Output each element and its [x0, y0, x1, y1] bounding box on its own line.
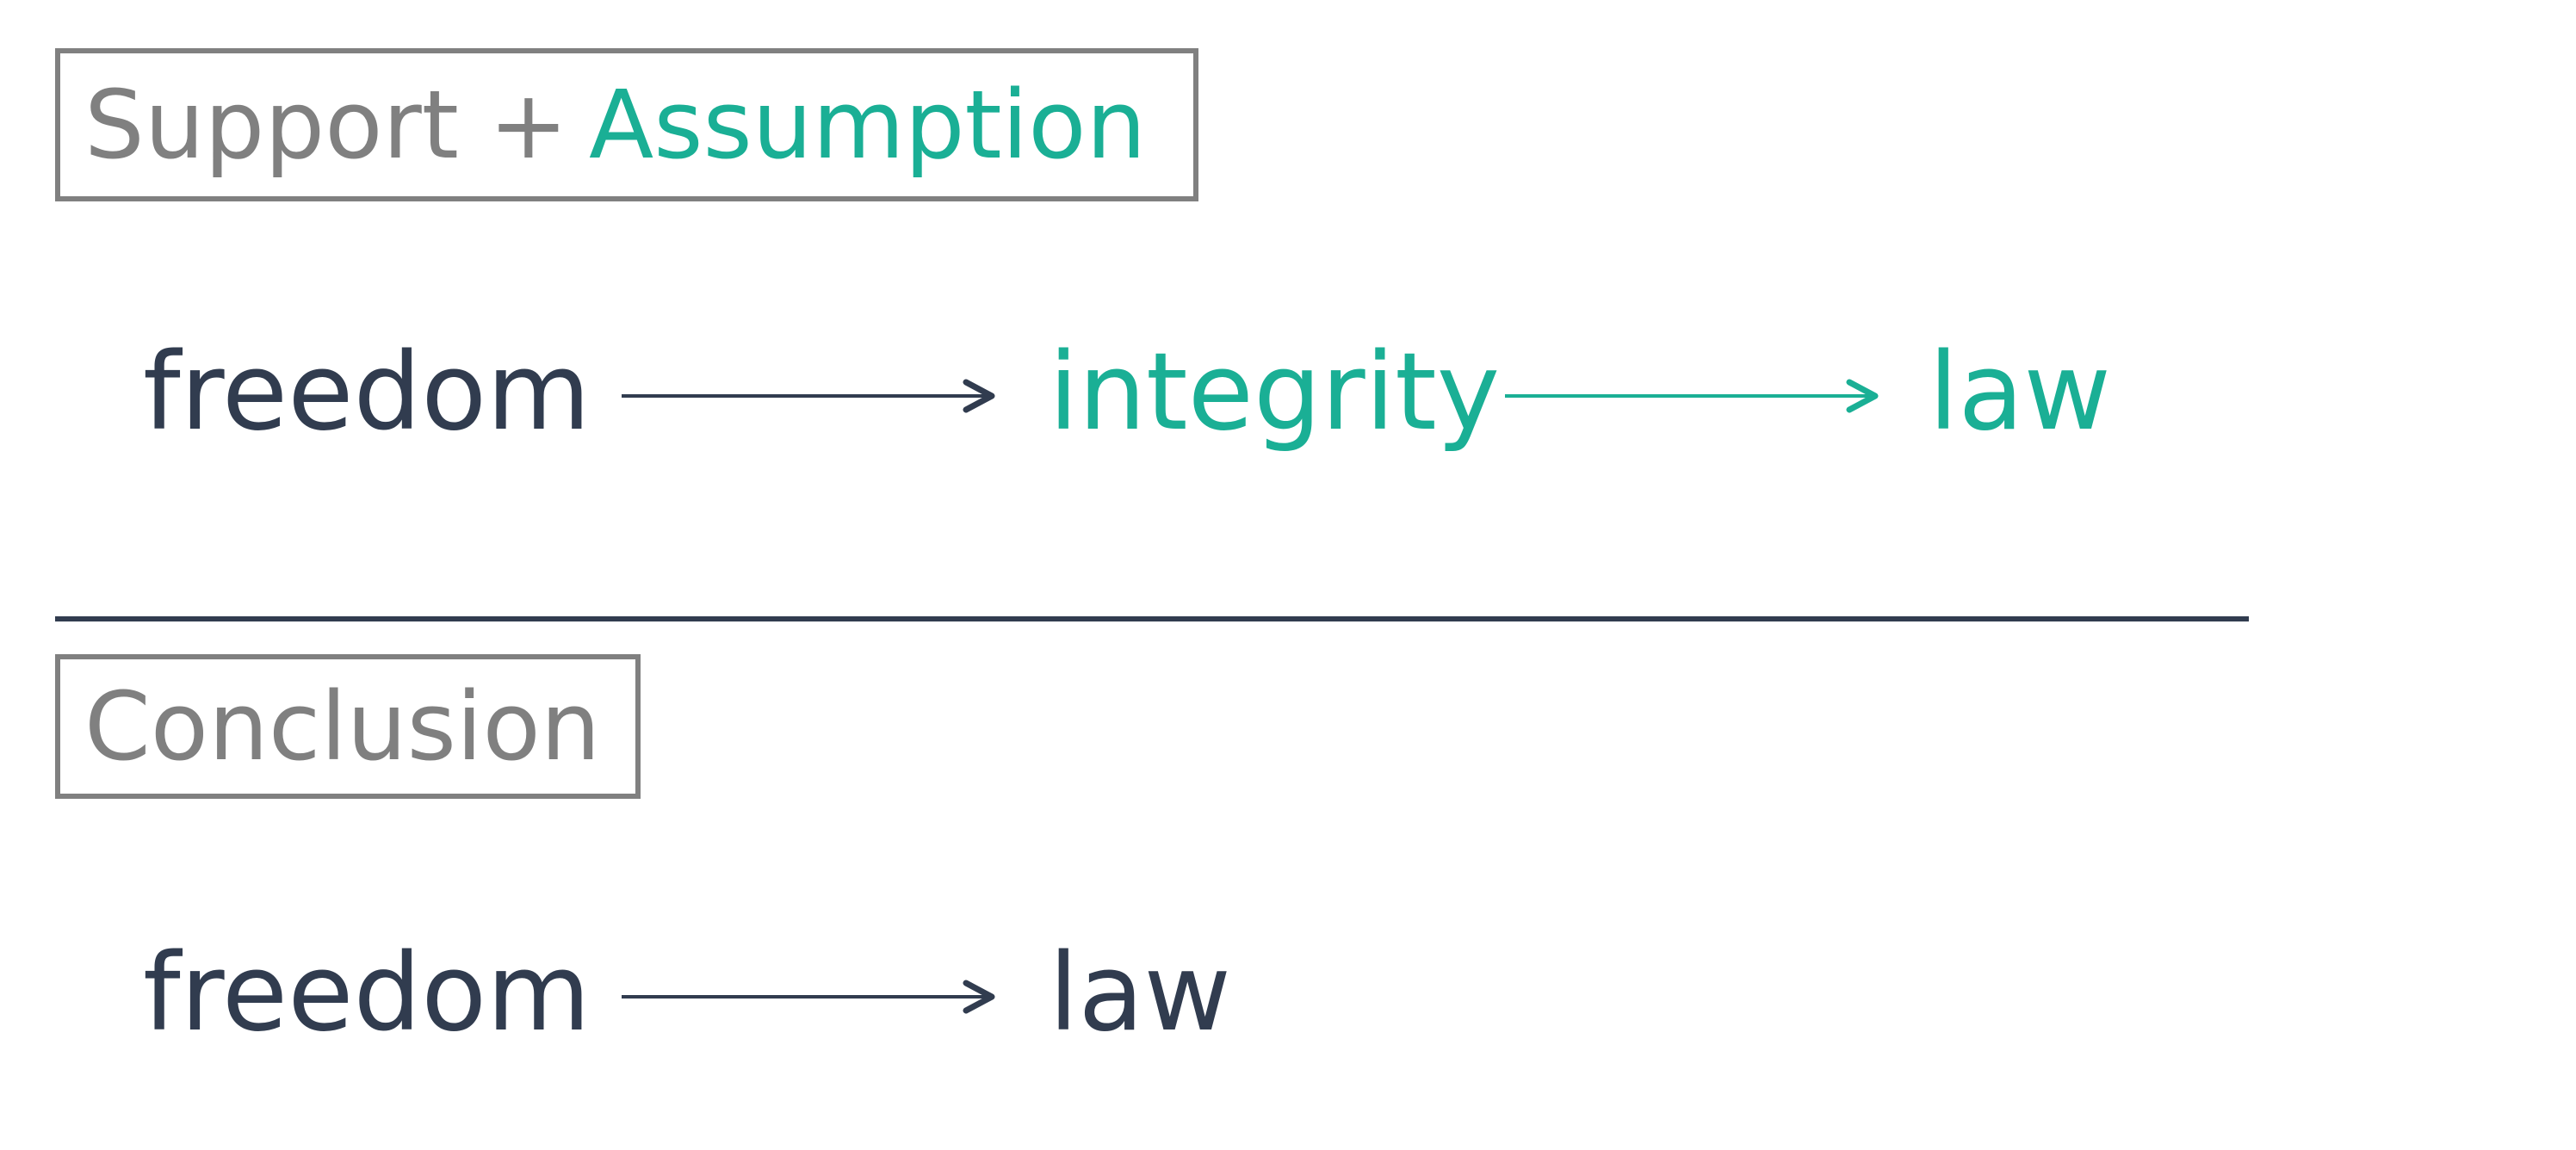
- term-integrity: integrity: [1049, 331, 1501, 454]
- term-freedom-top: freedom: [143, 331, 591, 454]
- assumption-label: Assumption: [588, 70, 1147, 180]
- divider-line: [55, 616, 2249, 621]
- term-law-top: law: [1929, 331, 2111, 454]
- support-assumption-label-box: Support + Assumption: [55, 48, 1198, 201]
- support-label: Support +: [84, 70, 568, 180]
- arrow-integrity-to-law: [1505, 379, 1879, 413]
- conclusion-label: Conclusion: [84, 671, 601, 782]
- conclusion-label-box: Conclusion: [55, 654, 641, 799]
- arrow-freedom-to-integrity: [622, 379, 995, 413]
- term-law-bottom: law: [1049, 931, 1231, 1055]
- term-freedom-bottom: freedom: [143, 931, 591, 1055]
- arrow-freedom-to-law: [622, 980, 995, 1014]
